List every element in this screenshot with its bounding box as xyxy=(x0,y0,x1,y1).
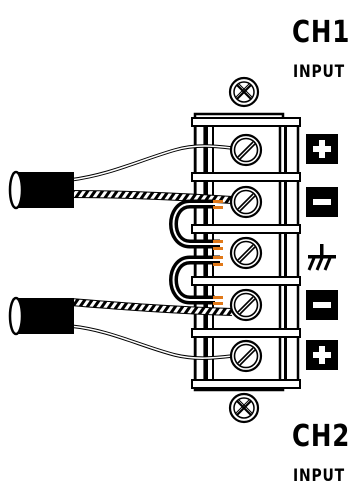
terminal-screw-5 xyxy=(229,339,263,373)
ch2-title: CH2 xyxy=(292,419,351,454)
minus-icon xyxy=(306,290,338,320)
terminal-screw-1 xyxy=(229,133,263,167)
ch1-subtitle: INPUT xyxy=(293,62,346,82)
minus-icon xyxy=(306,187,338,217)
ground-icon xyxy=(307,244,336,271)
terminal-screw-4 xyxy=(229,288,263,322)
terminal-screw-3 xyxy=(229,236,263,270)
ch2-subtitle: INPUT xyxy=(293,466,346,486)
bottom-mounting-screw-icon xyxy=(228,392,260,424)
ch1-title: CH1 xyxy=(292,15,351,50)
jumper-wires xyxy=(169,199,223,305)
top-mounting-screw-icon xyxy=(228,76,260,108)
terminal-screw-2 xyxy=(229,185,263,219)
plus-icon xyxy=(306,134,338,164)
ch2-cable xyxy=(8,296,233,360)
ch1-cable xyxy=(8,144,233,210)
plus-icon xyxy=(306,340,338,370)
